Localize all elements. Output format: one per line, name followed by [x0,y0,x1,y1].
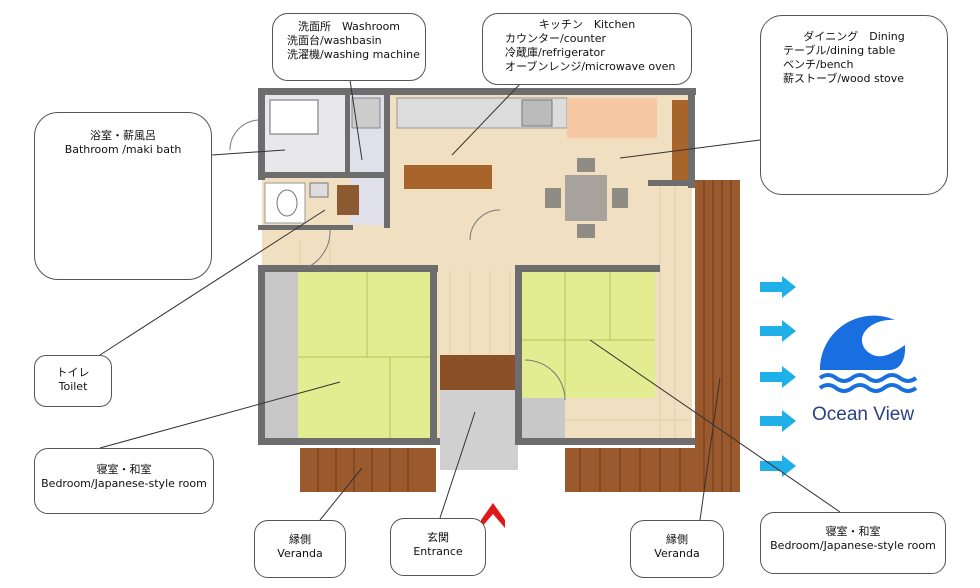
door-swings [229,119,566,401]
bathroom-title-jp: 浴室・薪風呂 [90,129,156,142]
bench [672,100,690,180]
entrance-label-jp: 玄関 [427,531,449,544]
veranda-left-label-en: Veranda [277,547,323,560]
bedroom-right-label-jp: 寝室・和室 [825,525,881,538]
washing-machine [337,185,359,215]
entrance-arrow-icon [481,503,505,528]
closet-left [262,272,298,442]
washroom-item-2: 洗濯機/washing machine [287,48,420,61]
callout-bathroom: 浴室・薪風呂 Bathroom /maki bath [34,112,212,280]
callout-washroom: 洗面所 Washroom 洗面台/washbasin 洗濯機/washing m… [272,13,426,81]
veranda-right [695,180,740,492]
dining-item-3: 薪ストーブ/wood stove [783,72,905,85]
callout-dining: ダイニング Dining テーブル/dining table ベンチ/bench… [760,15,948,195]
toilet-label-en: Toilet [58,380,88,393]
dining-item-2: ベンチ/bench [783,58,854,71]
veranda-right-label-en: Veranda [654,547,700,560]
callout-veranda-right: 縁側 Veranda [630,520,724,578]
callout-bedroom-right: 寝室・和室 Bedroom/Japanese-style room [760,512,946,574]
kitchen-item-3: オーブンレンジ/microwave oven [505,60,676,73]
toilet-label-jp: トイレ [56,366,90,379]
veranda-bottom-right [565,448,700,492]
tatami-lines-right [520,268,655,398]
dining-chairs [545,158,628,238]
tatami-lines-left [298,272,436,442]
kitchen-item-1: カウンター/counter [505,32,607,45]
toilet [276,189,298,217]
callout-veranda-left: 縁側 Veranda [254,520,346,578]
direction-arrow-icon [760,276,796,477]
refrigerator [521,99,553,127]
entrance-shoe-box [440,355,518,390]
callout-entrance: 玄関 Entrance [390,518,486,576]
kitchen-item-2: 冷蔵庫/refrigerator [505,46,605,59]
bedroom-left-label-en: Bedroom/Japanese-style room [41,477,207,490]
closet-right [520,398,565,442]
tatami-room-right [520,268,655,398]
veranda-left-label-jp: 縁側 [289,533,311,546]
leader-lines [99,79,841,521]
bathtub [269,99,319,135]
entrance-label-en: Entrance [413,545,463,558]
entrance-floor [440,390,518,470]
callout-kitchen: キッチン Kitchen カウンター/counter 冷蔵庫/refrigera… [482,13,692,85]
veranda-right-planks [703,180,732,492]
dining-table [565,175,607,221]
island-counter [404,165,492,189]
bedroom-right-label-en: Bedroom/Japanese-style room [770,539,936,552]
toilet-sink [309,182,329,198]
veranda-left [300,448,436,492]
callout-bedroom-left: 寝室・和室 Bedroom/Japanese-style room [34,448,214,514]
bedroom-left-label-jp: 寝室・和室 [96,463,152,476]
veranda-bottom-right-planks [579,448,681,492]
ocean-view-label: Ocean View [812,404,915,425]
kitchen-title: キッチン Kitchen [538,18,636,31]
washroom-title: 洗面所 Washroom [297,20,401,33]
veranda-left-planks [317,448,409,492]
dining-item-1: テーブル/dining table [783,44,896,57]
bathroom-title-en: Bathroom /maki bath [64,143,182,156]
dining-title: ダイニング Dining [803,30,905,43]
washroom-item-1: 洗面台/washbasin [287,34,382,47]
veranda-right-label-jp: 縁側 [666,533,688,546]
walls [258,88,696,445]
callout-toilet: トイレ Toilet [34,355,112,407]
wood-stove-area [567,98,657,138]
ocean-wave-icon [818,315,918,393]
